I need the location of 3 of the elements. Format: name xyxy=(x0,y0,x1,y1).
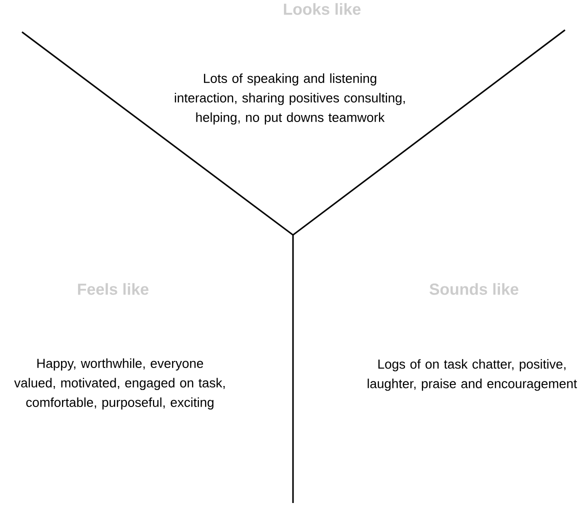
section-text: Logs of on task chatter, positive, laughter, praise and encouragement xyxy=(368,359,577,391)
section-text: Lots of speaking and listening interaction, sharing positives consulting, helping, no put downs teamwork xyxy=(174,73,405,125)
section-text: Happy, worthwhile, everyone valued, motivated, engaged on task, comfortable, purposeful, exciting xyxy=(14,358,225,410)
